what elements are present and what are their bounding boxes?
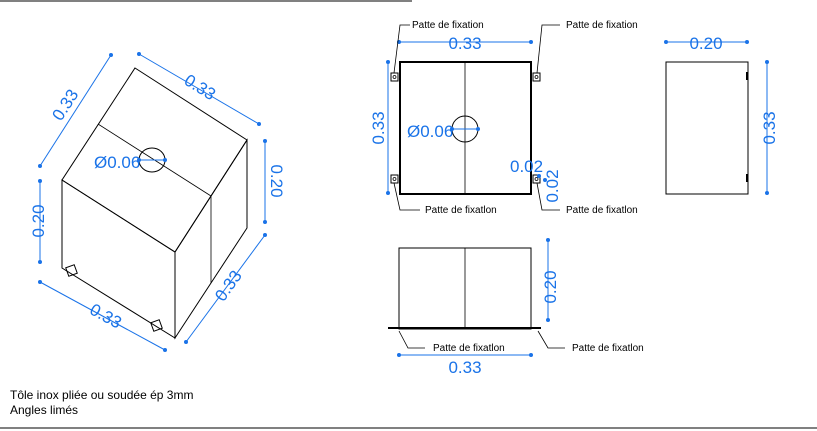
iso-bottom-right-dim-dot: [184, 340, 188, 344]
iso-width-dim-label: 0.33: [181, 71, 219, 105]
top-view-tab-x-dim-label: 0.02: [510, 157, 543, 176]
top-view-label-bottom-right: Patte de fixatlon: [566, 205, 638, 216]
iso-width-dim-line: [138, 53, 260, 125]
side-view-width-dim-label: 0.20: [689, 34, 722, 53]
front-view-height-dim-dot: [546, 318, 550, 322]
top-view-tab-dim-dot: [537, 174, 541, 178]
front-view-width-dim-dot: [397, 353, 401, 357]
leader-front-left: [398, 330, 425, 349]
leader-top-left: [393, 24, 410, 74]
top-view-width-dim-label: 0.33: [448, 34, 481, 53]
iso-depth-dim-line: [39, 54, 112, 167]
iso-right-height-dim-dot: [263, 139, 267, 143]
top-view-height-dim-label: 0.33: [369, 111, 388, 144]
iso-width-dim-dot: [257, 122, 261, 126]
top-view-tab-top-left: [390, 72, 399, 82]
iso-bottom-right-dim-line: [185, 234, 266, 343]
top-view-outline: [399, 61, 532, 195]
leader-top-right: [536, 24, 560, 74]
iso-hole-dim-dot: [137, 158, 141, 162]
top-view-height-dim-dot: [386, 60, 390, 64]
iso-height-dim-dot: [38, 260, 42, 264]
top-view-width-dim-dot: [529, 40, 533, 44]
note-edges: Angles limés: [10, 403, 79, 417]
iso-hole-dim-label: Ø0.06: [94, 153, 140, 172]
front-view-label-right: Patte de fixatlon: [572, 343, 644, 354]
iso-right-face: [174, 138, 248, 340]
iso-bottom-right-dim-dot: [263, 233, 267, 237]
top-view-tab-bottom-right: [532, 174, 541, 184]
top-view-hole-dim-dot: [450, 127, 454, 131]
side-view-width-dim-dot: [745, 40, 749, 44]
top-view: 0.33 0.33 Ø0.06 0.02 0.02 Patte de fixat…: [369, 20, 638, 216]
iso-bottom-left-dim-line: [39, 281, 166, 351]
iso-right-height-dim-label: 0.20: [267, 164, 286, 197]
top-view-tab-dim-dot: [543, 178, 547, 182]
top-view-tab-hole: [534, 177, 539, 181]
side-view-outline: [665, 61, 749, 195]
top-view-hole-dim-label: Ø0.06: [407, 122, 453, 141]
top-view-tab-bottom-left: [390, 174, 399, 184]
note-material: Tôle inox pliée ou soudée ép 3mm: [10, 388, 194, 402]
iso-bottom-right-dim-label: 0.33: [211, 267, 246, 305]
front-view-height-dim-label: 0.20: [541, 270, 560, 303]
iso-hole-dim-dot: [163, 158, 167, 162]
side-view-height-dim-label: 0.33: [760, 111, 779, 144]
front-view-width-dim-dot: [529, 353, 533, 357]
isometric-view: Ø0.06 0.33 0.33 0.20 0.20 0.33 0.33: [29, 52, 286, 352]
iso-height-dim-label: 0.20: [29, 204, 48, 237]
top-view-tab-hole: [392, 177, 397, 181]
top-view-tab-top-right: [532, 72, 541, 82]
iso-depth-dim-dot: [109, 53, 113, 57]
iso-bottom-left-dim-dot: [163, 348, 167, 352]
side-view-height-dim-dot: [765, 191, 769, 195]
iso-bottom-left-dim-dot: [38, 280, 42, 284]
side-view: 0.20 0.33: [664, 34, 779, 195]
front-view: 0.33 0.20 Patte de fixatlon Patte de fix…: [388, 238, 644, 377]
iso-depth-dim-dot: [38, 164, 42, 168]
top-view-hole-dim-dot: [476, 127, 480, 131]
iso-height-dim-dot: [38, 179, 42, 183]
leader-bottom-left: [393, 182, 420, 211]
top-view-tab-hole: [534, 75, 539, 79]
leader-bottom-right: [536, 182, 560, 211]
front-view-width-dim-label: 0.33: [448, 358, 481, 377]
top-view-height-dim-dot: [386, 191, 390, 195]
iso-bottom-left-dim-label: 0.33: [87, 300, 125, 333]
top-view-label-bottom-left: Patte de fixatlon: [425, 205, 497, 216]
iso-width-dim-dot: [137, 52, 141, 56]
front-view-height-dim-dot: [546, 238, 550, 242]
side-view-width-dim-dot: [664, 40, 668, 44]
front-view-label-left: Patte de fixatlon: [433, 343, 505, 354]
top-view-tab-hole: [392, 75, 397, 79]
top-view-label-top-left: Patte de fixation: [412, 20, 484, 31]
iso-depth-dim-label: 0.33: [48, 86, 82, 124]
top-view-label-top-right: Patte de fixation: [566, 20, 638, 31]
iso-right-height-dim-dot: [263, 220, 267, 224]
leader-front-right: [537, 330, 565, 349]
iso-tab-right: [150, 319, 163, 332]
top-view-tab-y-dim-label: 0.02: [543, 169, 562, 202]
side-view-height-dim-dot: [765, 60, 769, 64]
iso-tab-left: [65, 264, 78, 277]
